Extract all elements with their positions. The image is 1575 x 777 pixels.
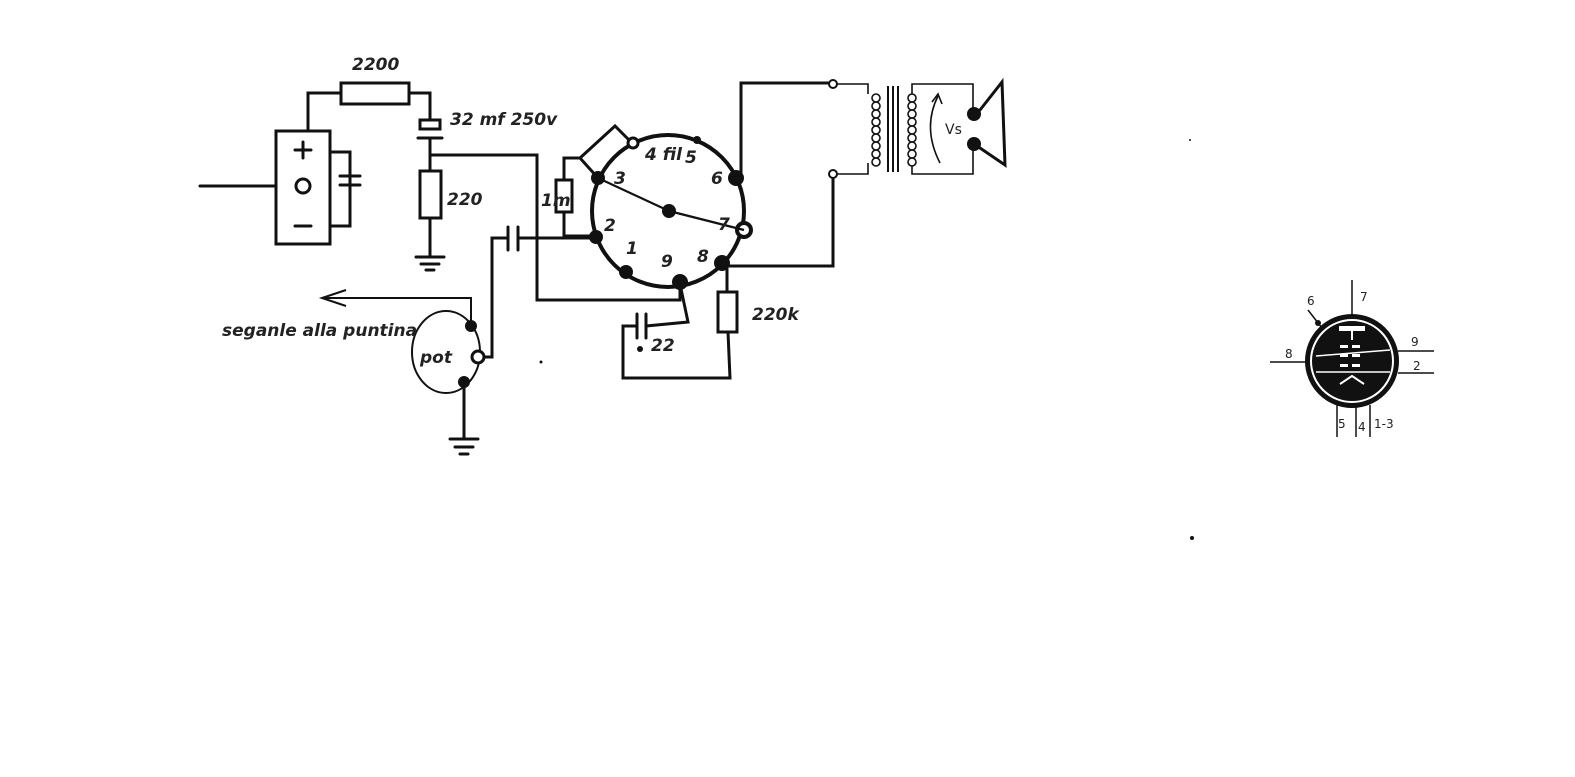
pin-label-1: 1 (626, 239, 638, 259)
output-transformer: Vs (828, 79, 974, 179)
pinout-label-4: 4 (1358, 420, 1366, 434)
pinout-label-7: 7 (1360, 290, 1368, 304)
volume-pot: pot (411, 310, 486, 394)
pin-1 (619, 265, 633, 279)
pin-label-6: 6 (711, 169, 723, 189)
pinout-label-6: 6 (1307, 294, 1315, 308)
tube-socket (589, 133, 753, 290)
resistor-220k (716, 290, 739, 334)
pinout-label-5: 5 (1338, 417, 1346, 431)
signal-arrow-icon (318, 289, 347, 307)
pinout-label-8: 8 (1285, 347, 1293, 361)
pin-5 (693, 136, 701, 144)
pinout-label-9: 9 (1411, 335, 1419, 349)
label-22: 22 (651, 336, 675, 356)
pin-label-3: 3 (614, 169, 626, 189)
ground-symbol (414, 255, 446, 272)
pin-label-8: 8 (697, 247, 709, 267)
label-2200: 2200 (352, 55, 399, 75)
rectifier-terminal (294, 177, 312, 195)
resistor-2200 (339, 81, 411, 106)
label-signal: seganle alla puntina (222, 321, 417, 341)
pin-4 (626, 136, 640, 150)
pin-label-5: 5 (685, 148, 697, 168)
pinout-label-1-3: 1-3 (1374, 417, 1394, 431)
label-32mf: 32 mf 250v (450, 110, 558, 130)
label-vs: Vs (945, 122, 962, 138)
capacitor-32mf (418, 118, 442, 131)
tube-socket-ring (590, 133, 746, 289)
loudspeaker (967, 77, 1007, 168)
label-1m: 1m (541, 191, 571, 211)
label-4-fil: 4 fil (644, 145, 683, 165)
pin-9 (672, 274, 688, 290)
label-220k: 220k (752, 305, 800, 325)
resistor-220 (418, 169, 443, 220)
pin-label-2: 2 (604, 216, 616, 236)
power-supply-block (198, 91, 362, 246)
pin-label-7: 7 (718, 215, 730, 235)
tube-pinout-symbol: 6 7 9 2 8 5 4 1-3 (1270, 280, 1434, 437)
pot-ground-symbol (448, 437, 480, 456)
pin-2 (589, 230, 603, 244)
pinout-label-2: 2 (1413, 359, 1421, 373)
label-pot: pot (419, 348, 453, 368)
pin-label-9: 9 (661, 252, 673, 272)
label-220: 220 (447, 190, 483, 210)
secondary-winding (907, 93, 917, 167)
primary-winding (871, 93, 881, 167)
